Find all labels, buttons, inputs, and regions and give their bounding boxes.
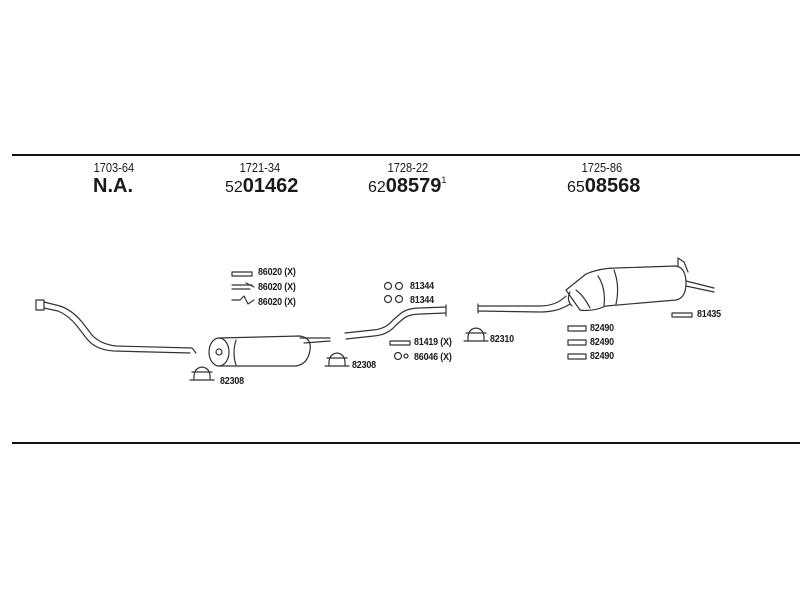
front-muffler-icon [208,335,331,367]
rear-silencer-icon [477,257,715,314]
part-number-main: 08568 [584,175,641,197]
part-label-82310: 82310 [490,333,514,345]
part-label-82490-2: 82490 [590,336,614,348]
nut-icon [393,351,409,361]
clip-icon [231,295,255,305]
part-label-86020-3: 86020 (X) [258,296,296,308]
section-4-number: 1725-86 [581,160,623,175]
clamp-icon [189,366,215,381]
part-label-81435: 81435 [697,308,721,320]
clip-icon [231,282,255,290]
part-label-86046: 86046 (X) [414,351,452,363]
part-label-82308-1: 82308 [220,375,244,387]
clamp-icon [463,327,489,342]
clamp-icon [324,352,350,367]
bracket-icon [671,312,693,318]
section-2-part-number: 5201462 [225,175,298,198]
rubber-hanger-icon [567,353,587,360]
section-3-number: 1728-22 [387,160,429,175]
bolt-icon [389,340,411,346]
part-number-suffix: 1 [441,175,447,185]
section-4-part-number: 6508568 [567,175,640,198]
rubber-hanger-icon [567,339,587,346]
part-number-prefix: 52 [225,179,243,196]
rubber-hanger-icon [567,325,587,332]
clip-icon [231,271,253,277]
part-label-86020-1: 86020 (X) [258,266,296,278]
top-rule [12,154,800,156]
part-label-82490-1: 82490 [590,322,614,334]
section-2-number: 1721-34 [239,160,281,175]
part-label-82490-3: 82490 [590,350,614,362]
part-number-prefix: 65 [567,179,585,196]
part-number-main: 08579 [385,175,442,197]
part-label-81419: 81419 (X) [414,336,452,348]
section-3-part-number: 62085791 [368,175,446,198]
middle-pipe-icon [344,304,447,340]
part-label-81344-1: 81344 [410,280,434,292]
bottom-rule [12,442,800,444]
part-number-prefix: 62 [368,179,386,196]
part-label-81344-2: 81344 [410,294,434,306]
part-label-86020-2: 86020 (X) [258,281,296,293]
front-pipe-icon [35,299,197,354]
hanger-ring-icon [383,281,404,291]
part-label-82308-2: 82308 [352,359,376,371]
section-1-number: 1703-64 [93,160,135,175]
section-1-part-number: N.A. [93,175,133,197]
hanger-ring-icon [383,294,404,304]
part-number-main: 01462 [242,175,299,197]
